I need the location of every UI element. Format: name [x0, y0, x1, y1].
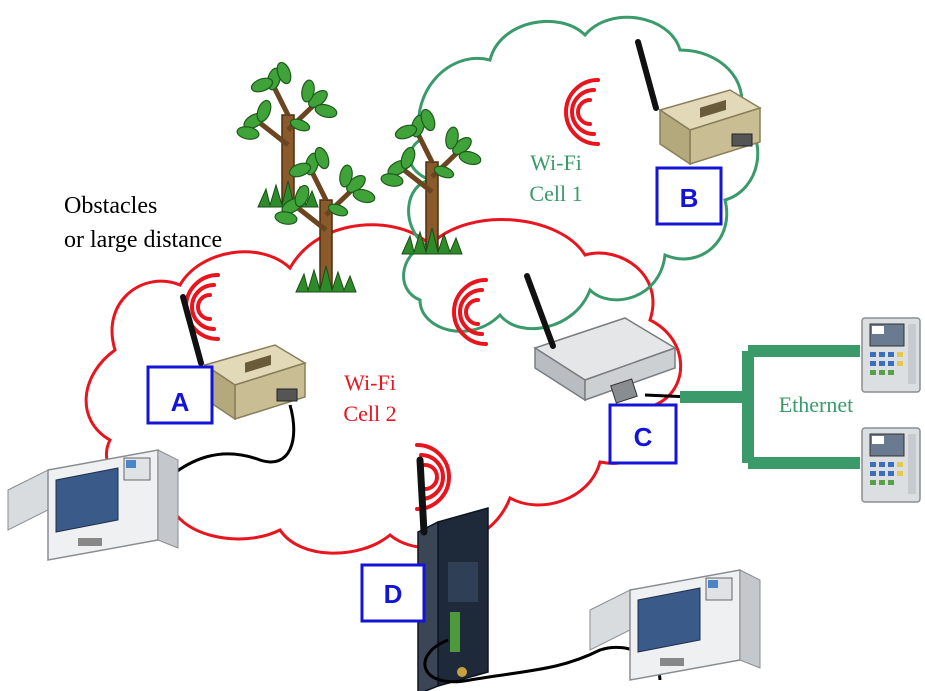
wifi-signal-icon	[564, 78, 600, 146]
obstacles-label-line1: Obstacles	[64, 193, 157, 219]
cell2-label-line2: Cell 2	[343, 401, 396, 426]
node-c-label: C	[634, 422, 653, 452]
node-d-box: D	[360, 563, 426, 623]
node-c-box: C	[608, 403, 678, 465]
cell1-label-line2: Cell 1	[529, 181, 582, 206]
ethernet-label: Ethernet	[779, 392, 854, 417]
tree-icon	[236, 61, 338, 207]
node-d-label: D	[384, 579, 403, 609]
cell1-label-line1: Wi-Fi	[530, 150, 582, 175]
wifi-cell-1-cloud	[402, 15, 760, 333]
node-a-box: A	[146, 365, 214, 425]
node-a-label: A	[171, 387, 190, 417]
ethernet-bus	[680, 345, 860, 469]
cnc-machine-icon	[7, 449, 179, 561]
hmi-panel-icon	[861, 317, 921, 393]
cell2-label-line1: Wi-Fi	[344, 370, 396, 395]
tree-icon	[380, 108, 482, 254]
obstacles-label-line2: or large distance	[64, 227, 222, 253]
serial-server-icon	[638, 42, 760, 164]
wifi-signal-icon	[452, 278, 488, 346]
cnc-machine-icon	[589, 569, 761, 681]
node-b-box: B	[655, 166, 723, 226]
serial-cable-a	[167, 404, 296, 480]
hmi-panel-icon	[861, 427, 921, 503]
node-b-label: B	[680, 183, 699, 213]
